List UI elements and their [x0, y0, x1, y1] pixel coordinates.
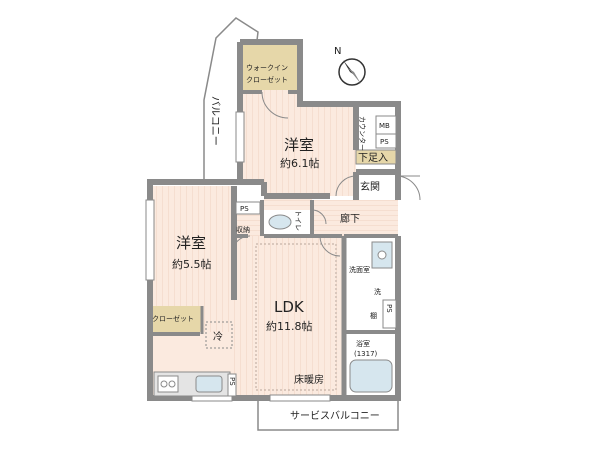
- ps-kitchen-label: PS: [228, 377, 236, 386]
- floor-heating-area: [255, 243, 337, 391]
- western-room-2-size: 約5.5帖: [172, 257, 212, 271]
- bathroom-label: 浴室: [356, 339, 370, 348]
- ldk-size: 約11.8帖: [266, 319, 313, 333]
- refrigerator-label: 冷: [213, 330, 223, 343]
- western-room-1-size: 約6.1帖: [280, 156, 320, 170]
- fixtures: [153, 115, 397, 397]
- ps-mid-box: [235, 201, 261, 215]
- closet-label: クローゼット: [152, 314, 194, 323]
- ps-washroom-label: PS: [385, 304, 393, 313]
- washer-label: 洗: [374, 287, 381, 296]
- ps-top-box: [375, 133, 397, 149]
- storage-label: 収納: [236, 225, 250, 234]
- balcony-label: バルコニー: [209, 96, 221, 146]
- ps-washroom-box: [382, 299, 397, 329]
- shoe-box-label: 下足入: [358, 152, 388, 164]
- doors: [231, 91, 421, 257]
- compass-north-label: N: [334, 46, 341, 57]
- floors: [150, 42, 398, 398]
- windows: [145, 111, 331, 402]
- toilet-label: トイレ: [294, 210, 302, 231]
- ps-top-label: PS: [380, 138, 389, 146]
- walk-in-closet-label-1: ウォークイン: [246, 64, 288, 72]
- ps-mid-label: PS: [240, 205, 249, 213]
- compass: N: [334, 46, 366, 86]
- walk-in-closet-label-2: クローゼット: [246, 75, 288, 84]
- counter-label: カウンター: [358, 116, 367, 151]
- refrigerator-space: [205, 321, 233, 349]
- toilet-bowl-icon: [268, 214, 292, 230]
- bathroom-size: (1317): [354, 350, 378, 358]
- entrance-label: 玄関: [360, 180, 380, 193]
- bathtub-icon: [349, 359, 393, 393]
- corridor-label: 廊下: [340, 212, 360, 225]
- service-balcony-label: サービスバルコニー: [290, 410, 380, 422]
- mb-label: MB: [379, 122, 390, 130]
- shoe-box: [355, 149, 397, 165]
- ps-kitchen-box: [227, 373, 237, 397]
- shelf-label: 棚: [370, 311, 377, 320]
- labels: ウォークイン クローゼット 洋室 約6.1帖 洋室 約5.5帖 クローゼット L…: [152, 64, 393, 422]
- stove-icon: [157, 375, 179, 393]
- western-room-1-label: 洋室: [284, 136, 314, 154]
- floor-heating-label: 床暖房: [294, 373, 324, 386]
- sink-icon: [195, 375, 223, 393]
- service-balcony-area: [257, 397, 399, 431]
- western-room-2-label: 洋室: [176, 234, 206, 252]
- ldk-label: LDK: [274, 298, 305, 316]
- washroom-label: 洗面室: [349, 265, 370, 274]
